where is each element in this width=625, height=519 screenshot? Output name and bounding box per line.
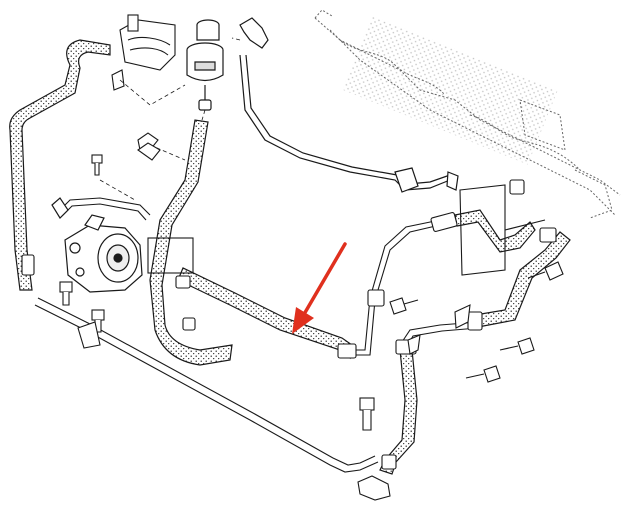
bolt-right-1 <box>527 261 564 281</box>
reservoir-supply-hose <box>149 119 233 366</box>
fittings <box>21 179 557 470</box>
right-upper-hose <box>454 209 536 253</box>
fluid-reservoir <box>186 19 224 111</box>
reservoir-bracket <box>111 14 176 91</box>
upper-rigid-pipe <box>239 17 459 193</box>
main-pressure-hose <box>177 267 353 360</box>
bolts <box>59 154 564 431</box>
bolt-pump-1 <box>59 281 73 306</box>
brackets <box>77 132 546 501</box>
bolt-right-3 <box>465 365 501 383</box>
rack-texture <box>342 15 558 165</box>
bolt-right-2 <box>499 337 535 355</box>
hoses <box>9 39 571 475</box>
right-lower-hose <box>379 349 418 475</box>
bolt-mid <box>389 297 419 315</box>
left-return-hose <box>9 39 111 291</box>
right-middle-hose <box>474 231 571 328</box>
bolt-lower <box>359 397 375 431</box>
red-arrow <box>292 242 347 334</box>
power-steering-pump <box>51 197 143 293</box>
bolt-top-left <box>91 154 103 176</box>
